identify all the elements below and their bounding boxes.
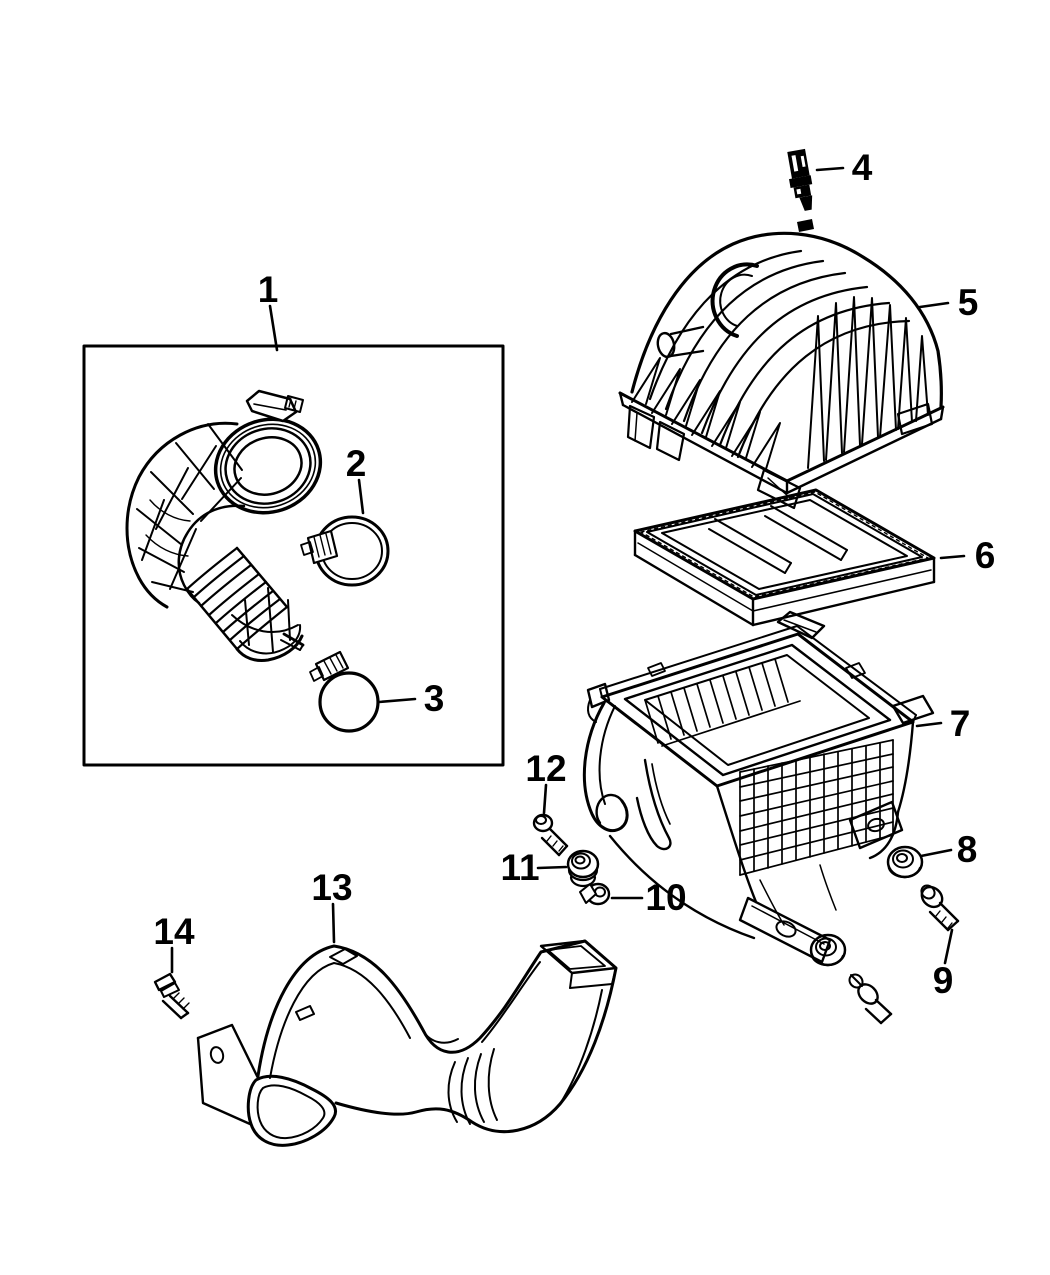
callout-label-1: 1 xyxy=(258,269,279,310)
callout-label-13: 13 xyxy=(311,867,352,908)
leader-line-7 xyxy=(915,721,943,728)
air-temperature-sensor-drawing xyxy=(787,148,813,211)
leader-line-1 xyxy=(268,304,279,352)
air-cleaner-body-drawing xyxy=(582,610,935,964)
callout-label-2: 2 xyxy=(346,443,367,484)
leader-line-2 xyxy=(357,478,365,515)
push-pin-14-drawing xyxy=(153,972,190,1020)
callout-2: 2 xyxy=(346,443,367,515)
grommet-lower-drawing xyxy=(809,933,847,967)
callout-label-8: 8 xyxy=(957,829,978,870)
callout-12: 12 xyxy=(525,748,567,815)
callout-1: 1 xyxy=(258,269,279,352)
callout-14: 14 xyxy=(153,911,195,974)
grommet-11-drawing xyxy=(566,849,600,888)
grommet-8-drawing xyxy=(886,845,924,879)
callout-6: 6 xyxy=(939,535,996,576)
hose-clamp-2-drawing xyxy=(300,515,390,587)
callout-11: 11 xyxy=(500,847,568,888)
air-intake-duct-drawing xyxy=(196,939,618,1147)
callout-label-11: 11 xyxy=(500,847,539,888)
callout-10: 10 xyxy=(610,877,687,918)
leader-line-5 xyxy=(918,301,950,309)
callout-label-3: 3 xyxy=(424,678,445,719)
hose-clamp-3-drawing xyxy=(309,650,380,733)
leader-line-12 xyxy=(542,783,548,815)
callout-4: 4 xyxy=(815,147,873,188)
callout-9: 9 xyxy=(933,928,954,1001)
callout-13: 13 xyxy=(311,867,353,944)
callout-label-12: 12 xyxy=(525,748,566,789)
air-cleaner-cover-drawing xyxy=(618,219,945,510)
callout-7: 7 xyxy=(915,703,971,744)
callout-8: 8 xyxy=(919,829,978,870)
callout-label-6: 6 xyxy=(975,535,996,576)
leader-line-6 xyxy=(939,554,966,560)
bolt-12-drawing xyxy=(532,813,569,857)
leader-line-13 xyxy=(331,902,336,944)
hose-kit-inset-box xyxy=(82,344,505,767)
leader-line-11 xyxy=(536,865,568,870)
leader-line-8 xyxy=(919,848,953,858)
callout-label-14: 14 xyxy=(153,911,195,952)
bolt-lower-drawing xyxy=(848,973,893,1025)
callout-5: 5 xyxy=(918,282,979,323)
air-filter-element-drawing xyxy=(633,488,936,627)
callout-label-7: 7 xyxy=(950,703,971,744)
air-intake-hose-drawing xyxy=(125,389,323,662)
callout-label-5: 5 xyxy=(958,282,979,323)
callout-label-4: 4 xyxy=(852,147,873,188)
bolt-9-drawing xyxy=(920,884,960,932)
callout-label-9: 9 xyxy=(933,960,954,1001)
leader-line-4 xyxy=(815,166,845,172)
callout-3: 3 xyxy=(377,678,445,719)
callout-label-10: 10 xyxy=(645,877,686,918)
leader-line-3 xyxy=(377,697,417,704)
callouts-layer: 1 2 3 4 5 6 7 8 xyxy=(153,147,995,1001)
leader-line-9 xyxy=(943,928,954,965)
